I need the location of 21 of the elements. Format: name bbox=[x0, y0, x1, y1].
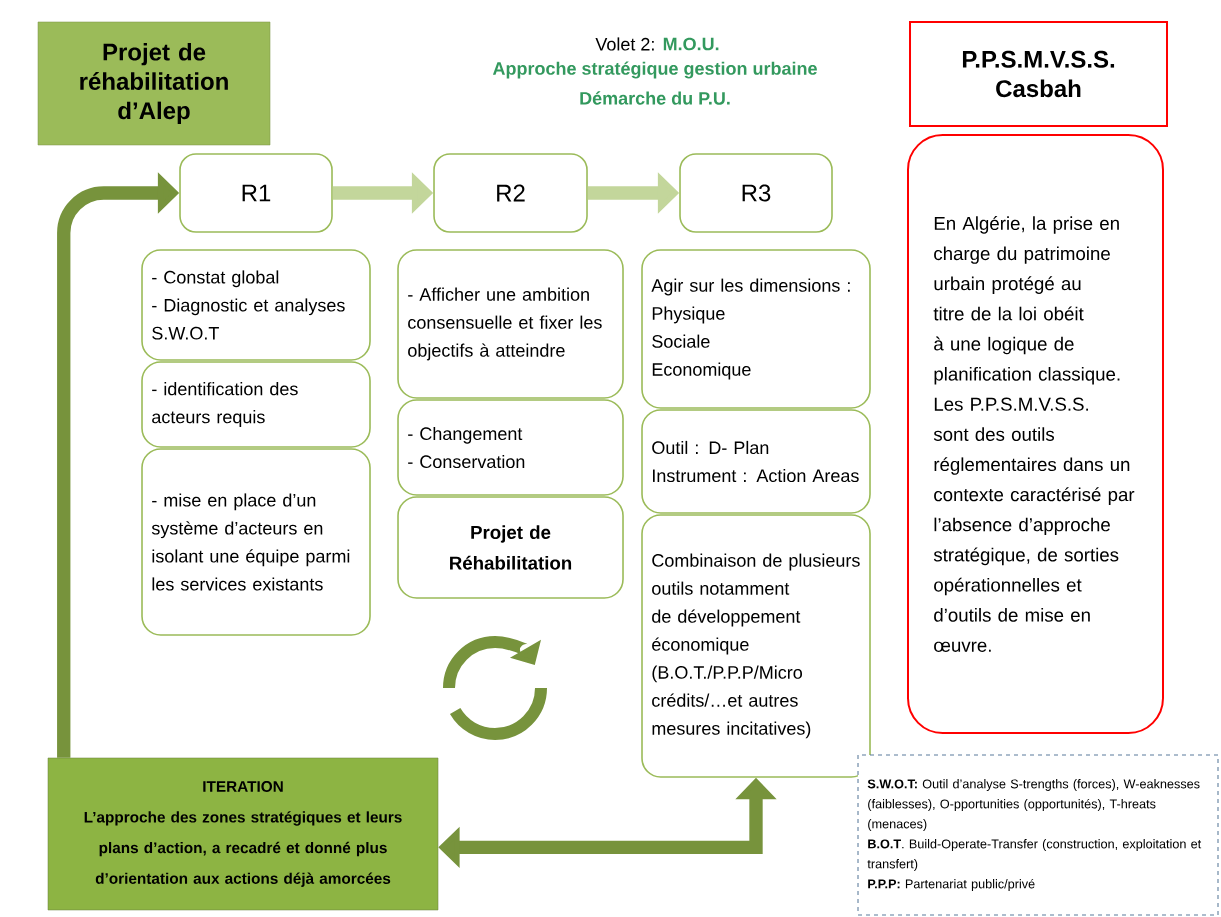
text-box: Combinaison de plusieurs outils notamment de développement économique (B.O.T./P.P.P/Micro crédits/…et autres mesures incitatives) bbox=[641, 514, 871, 778]
heading-text: Volet 2: bbox=[595, 37, 654, 51]
text-box: - Afficher une ambition consensuelle et fixer les objectifs à atteindre bbox=[397, 249, 624, 399]
note-box: S.W.O.T: Outil d’analyse S-trengths (forces), W-eaknesses (faiblesses), O-pportunities (opportunités), T-hreats (menaces) B.O.T. Build-Operate-Transfer (construction, exploitation et transfert) P.P.P: Partenariat public/privé bbox=[857, 754, 1219, 916]
text-box: - Constat global - Diagnostic et analyses S.W.O.T bbox=[141, 249, 371, 361]
heading-text: Approche stratégique gestion urbaine bbox=[492, 61, 817, 79]
text-box: Outil : D- Plan Instrument : Action Areas bbox=[641, 409, 871, 514]
heading-text: M.O.U. bbox=[663, 37, 719, 51]
title-box: Projet de réhabilitation d’Alep bbox=[37, 21, 271, 146]
step-box: R2 bbox=[433, 153, 588, 233]
text-box: - mise en place d’un système d’acteurs en isolant une équipe parmi les services existants bbox=[141, 448, 371, 636]
title-box: P.P.S.M.V.S.S. Casbah bbox=[909, 21, 1168, 127]
text-box: - identification des acteurs requis bbox=[141, 361, 371, 448]
heading-text: Démarche du P.U. bbox=[580, 91, 730, 105]
step-box: R3 bbox=[679, 153, 833, 233]
text-box: En Algérie, la prise en charge du patrimoine urbain protégé au titre de la loi obéit à une logique de planification classique. Les P.P.S.M.V.S.S. sont des outils réglementaires dans un contexte caractérisé par l’absence d’approche stratégique, de sorties opérationnelles et d’outils de mise en œuvre. bbox=[907, 134, 1164, 734]
step-box: R1 bbox=[179, 153, 333, 233]
text-box: Projet de Réhabilitation bbox=[397, 496, 624, 599]
iteration-box: ITERATION L’approche des zones stratégiques et leurs plans d’action, a recadré et donné plus d’orientation aux actions déjà amorcées bbox=[47, 757, 439, 911]
text-box: - Changement - Conservation bbox=[397, 399, 624, 496]
text-box: Agir sur les dimensions : Physique Sociale Economique bbox=[641, 249, 871, 409]
